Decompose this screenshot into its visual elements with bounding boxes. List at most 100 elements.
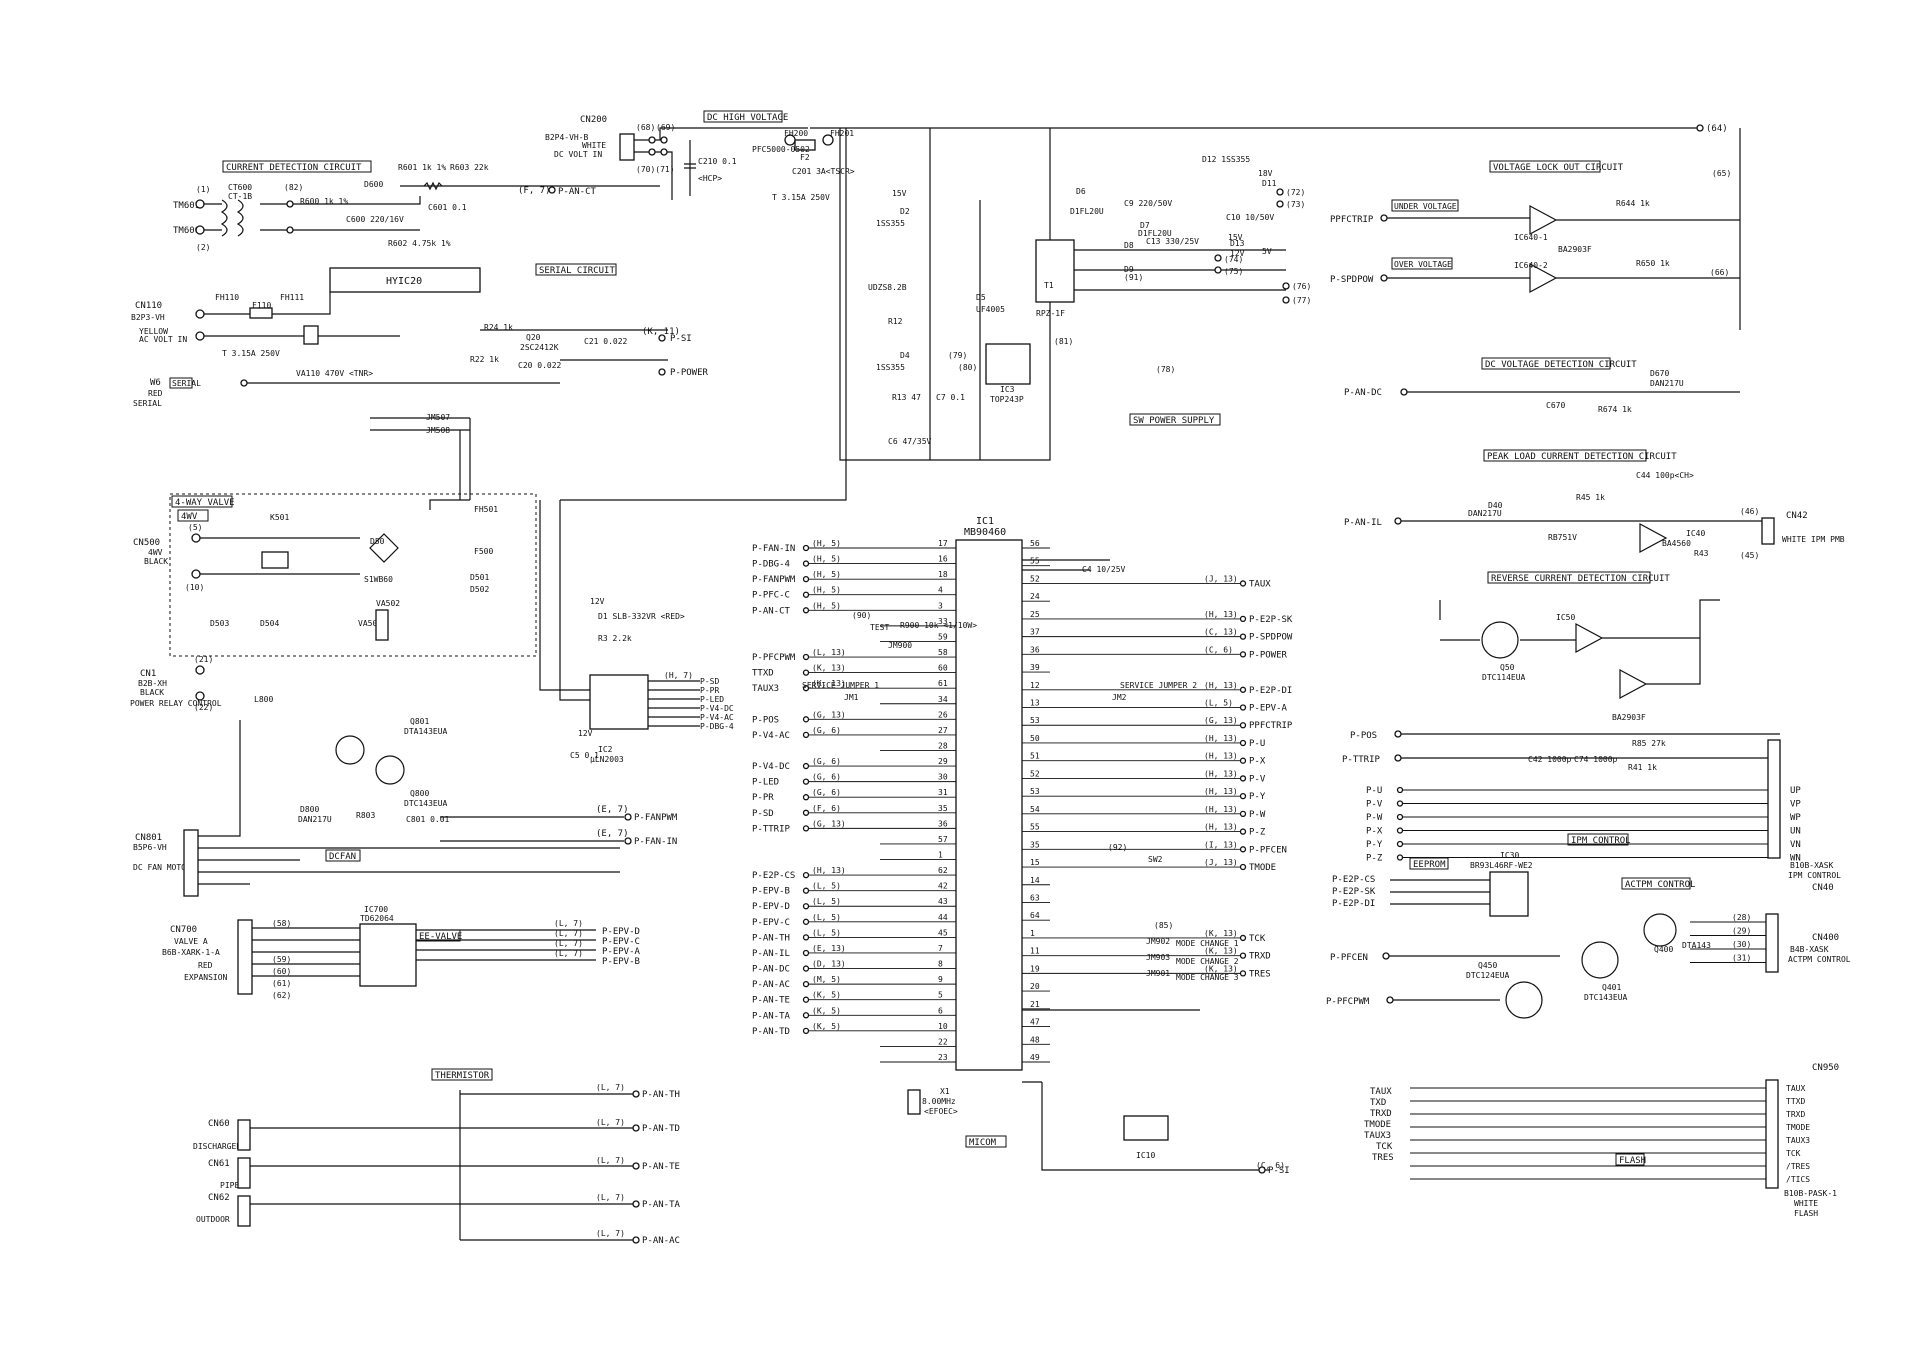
micom-right-net-terminal [1239, 828, 1247, 835]
cn950-desc: FLASH [1794, 1209, 1818, 1218]
micom-right-net-terminal [1239, 686, 1247, 693]
micom-left-net-label: P-PR [752, 793, 774, 803]
micom-left-net-label: TAUX3 [752, 684, 779, 694]
r12: R12 [888, 317, 903, 326]
ipm-net-terminal [1396, 840, 1404, 848]
svg-text:(60): (60) [272, 967, 291, 976]
r43: R43 [1694, 549, 1709, 558]
micom-left-pin-number: 1 [938, 851, 943, 860]
ref-64: (64) [1706, 124, 1728, 134]
udzs8-2b: UDZS8.2B [868, 283, 907, 292]
net-p-power: P-POWER [670, 368, 709, 378]
micom-right-net-terminal [1239, 633, 1247, 640]
cn200-type: B2P4-VH-B [545, 133, 589, 142]
micom-right-net-terminal [1239, 952, 1247, 959]
micom-right-net-terminal [1239, 792, 1247, 800]
jm2: JM2 [1112, 693, 1127, 702]
section-title-voltage-lockout: VOLTAGE LOCK OUT CIRCUIT [1493, 163, 1624, 173]
x1-spec: 8.00MHz [922, 1097, 956, 1106]
ic640-2: IC640-2 [1514, 261, 1548, 270]
micom-right-net-label: P-PFCEN [1249, 845, 1287, 855]
micom-left-pin-number: 57 [938, 835, 948, 844]
micom-left-net-ref: (H, 5) [812, 570, 841, 579]
net-p-v4-ac-out: P-V4-AC [700, 713, 734, 722]
micom-left-net-terminal [802, 560, 810, 567]
fh111: FH111 [280, 293, 304, 302]
ic700: IC700 [364, 905, 388, 914]
net-p-ttrip: P-TTRIP [1342, 755, 1381, 765]
ic50: IC50 [1556, 613, 1575, 622]
net-p-epv-d-out: P-EPV-D [602, 927, 640, 937]
micom-right-net-ref: (H, 13) [1204, 787, 1238, 796]
c44: C44 100p<CH> [1636, 471, 1694, 480]
net-trxd: TRXD [1370, 1109, 1392, 1119]
ipm-net-terminal [1396, 813, 1404, 821]
c20: C20 0.022 [518, 361, 562, 370]
ic3: IC3 [1000, 385, 1015, 394]
micom-left-net-label: P-AN-TH [752, 933, 790, 943]
net-p-v4-dc-out: P-V4-DC [700, 704, 734, 713]
tm600: TM600 [173, 226, 200, 236]
micom-right-net-terminal [1239, 722, 1247, 729]
micom-left-pin-number: 17 [938, 539, 948, 548]
ic40-part: BA4560 [1662, 539, 1691, 548]
pfc5000: PFC5000-0502 [752, 145, 810, 154]
micom-left-net-label: P-AN-TA [752, 1011, 791, 1021]
net-p-spdpow: P-SPDPOW [1330, 275, 1374, 285]
actpm-control-section: ACTPM CONTROL P-PFCEN P-PFCPWM Q450 DTC1… [1326, 877, 1851, 1019]
ipm-net-terminal [1396, 786, 1404, 794]
q800-part: DTC143EUA [404, 799, 448, 808]
svg-text:(L, 7): (L, 7) [554, 939, 583, 948]
svg-text:(L, 7): (L, 7) [554, 929, 583, 938]
micom-left-net-label: P-EPV-D [752, 902, 790, 912]
micom-left-net-label: P-FAN-IN [752, 544, 795, 554]
micom-right-pin-number: 53 [1030, 716, 1040, 725]
svg-text:18V: 18V [1258, 169, 1273, 178]
net-tres: TRES [1372, 1153, 1394, 1163]
micom-left-pin-number: 23 [938, 1053, 948, 1062]
micom-right-pin-number: 52 [1030, 574, 1040, 583]
cn950: CN950 [1812, 1063, 1839, 1073]
d50-part: S1WB60 [364, 575, 393, 584]
micom-left-net-terminal [802, 762, 810, 770]
cn42: CN42 [1786, 511, 1808, 521]
micom-left-net-label: P-PFCPWM [752, 653, 796, 663]
voltage-lockout-section: VOLTAGE LOCK OUT CIRCUIT UNDER VOLTAGE O… [1330, 128, 1741, 330]
micom-left-net-ref: (L, 13) [812, 648, 846, 657]
micom-left-net-ref: (G, 6) [812, 757, 841, 766]
micom-left-net-terminal [802, 871, 810, 879]
net-p-an-ta: P-AN-TA [642, 1200, 681, 1210]
flash-pin-label: TAUX [1786, 1084, 1805, 1093]
net-p-an-dc: P-AN-DC [1344, 388, 1382, 398]
micom-left-net-terminal [802, 825, 810, 832]
micom-left-pin-number: 42 [938, 882, 948, 891]
svg-text:<HCP>: <HCP> [698, 174, 722, 183]
micom-left-pin-number: 36 [938, 819, 948, 828]
actpm-pin-ref: (28) [1732, 913, 1751, 922]
ipm-net-label: P-V [1366, 800, 1383, 810]
micom-right-pin-number: 24 [1030, 592, 1040, 601]
micom-left-net-ref: (L, 5) [812, 913, 841, 922]
svg-text:(61): (61) [272, 979, 291, 988]
c601: C601 0.1 [428, 203, 467, 212]
d5: D5 [976, 293, 986, 302]
cn62: CN62 [208, 1193, 230, 1203]
micom-right-net-label: P-E2P-DI [1249, 686, 1292, 696]
micom-right-pin-number: 13 [1030, 699, 1040, 708]
micom-left-net-ref: (L, 5) [812, 897, 841, 906]
section-title-dc-voltage-detection: DC VOLTAGE DETECTION CIRCUIT [1485, 360, 1637, 370]
eeprom-section: EEPROM P-E2P-CS P-E2P-SK P-E2P-DI IC30 B… [1332, 851, 1533, 917]
micom-right-net-ref: (K, 13) [1204, 947, 1238, 956]
svg-text:(68): (68) [636, 123, 655, 132]
svg-text:(F, 7): (F, 7) [518, 186, 551, 196]
micom-left-pin-number: 26 [938, 710, 948, 719]
svg-text:(85): (85) [1154, 921, 1173, 930]
va110: VA110 470V <TNR> [296, 369, 373, 378]
f110-spec: T 3.15A 250V [222, 349, 280, 358]
d502: D502 [470, 585, 489, 594]
ic1: IC1 [976, 516, 994, 527]
c5: C5 0.1 [570, 751, 599, 760]
micom-left-net-label: P-EPV-B [752, 887, 790, 897]
ic2: IC2 [598, 745, 613, 754]
svg-text:(75): (75) [1224, 267, 1243, 276]
